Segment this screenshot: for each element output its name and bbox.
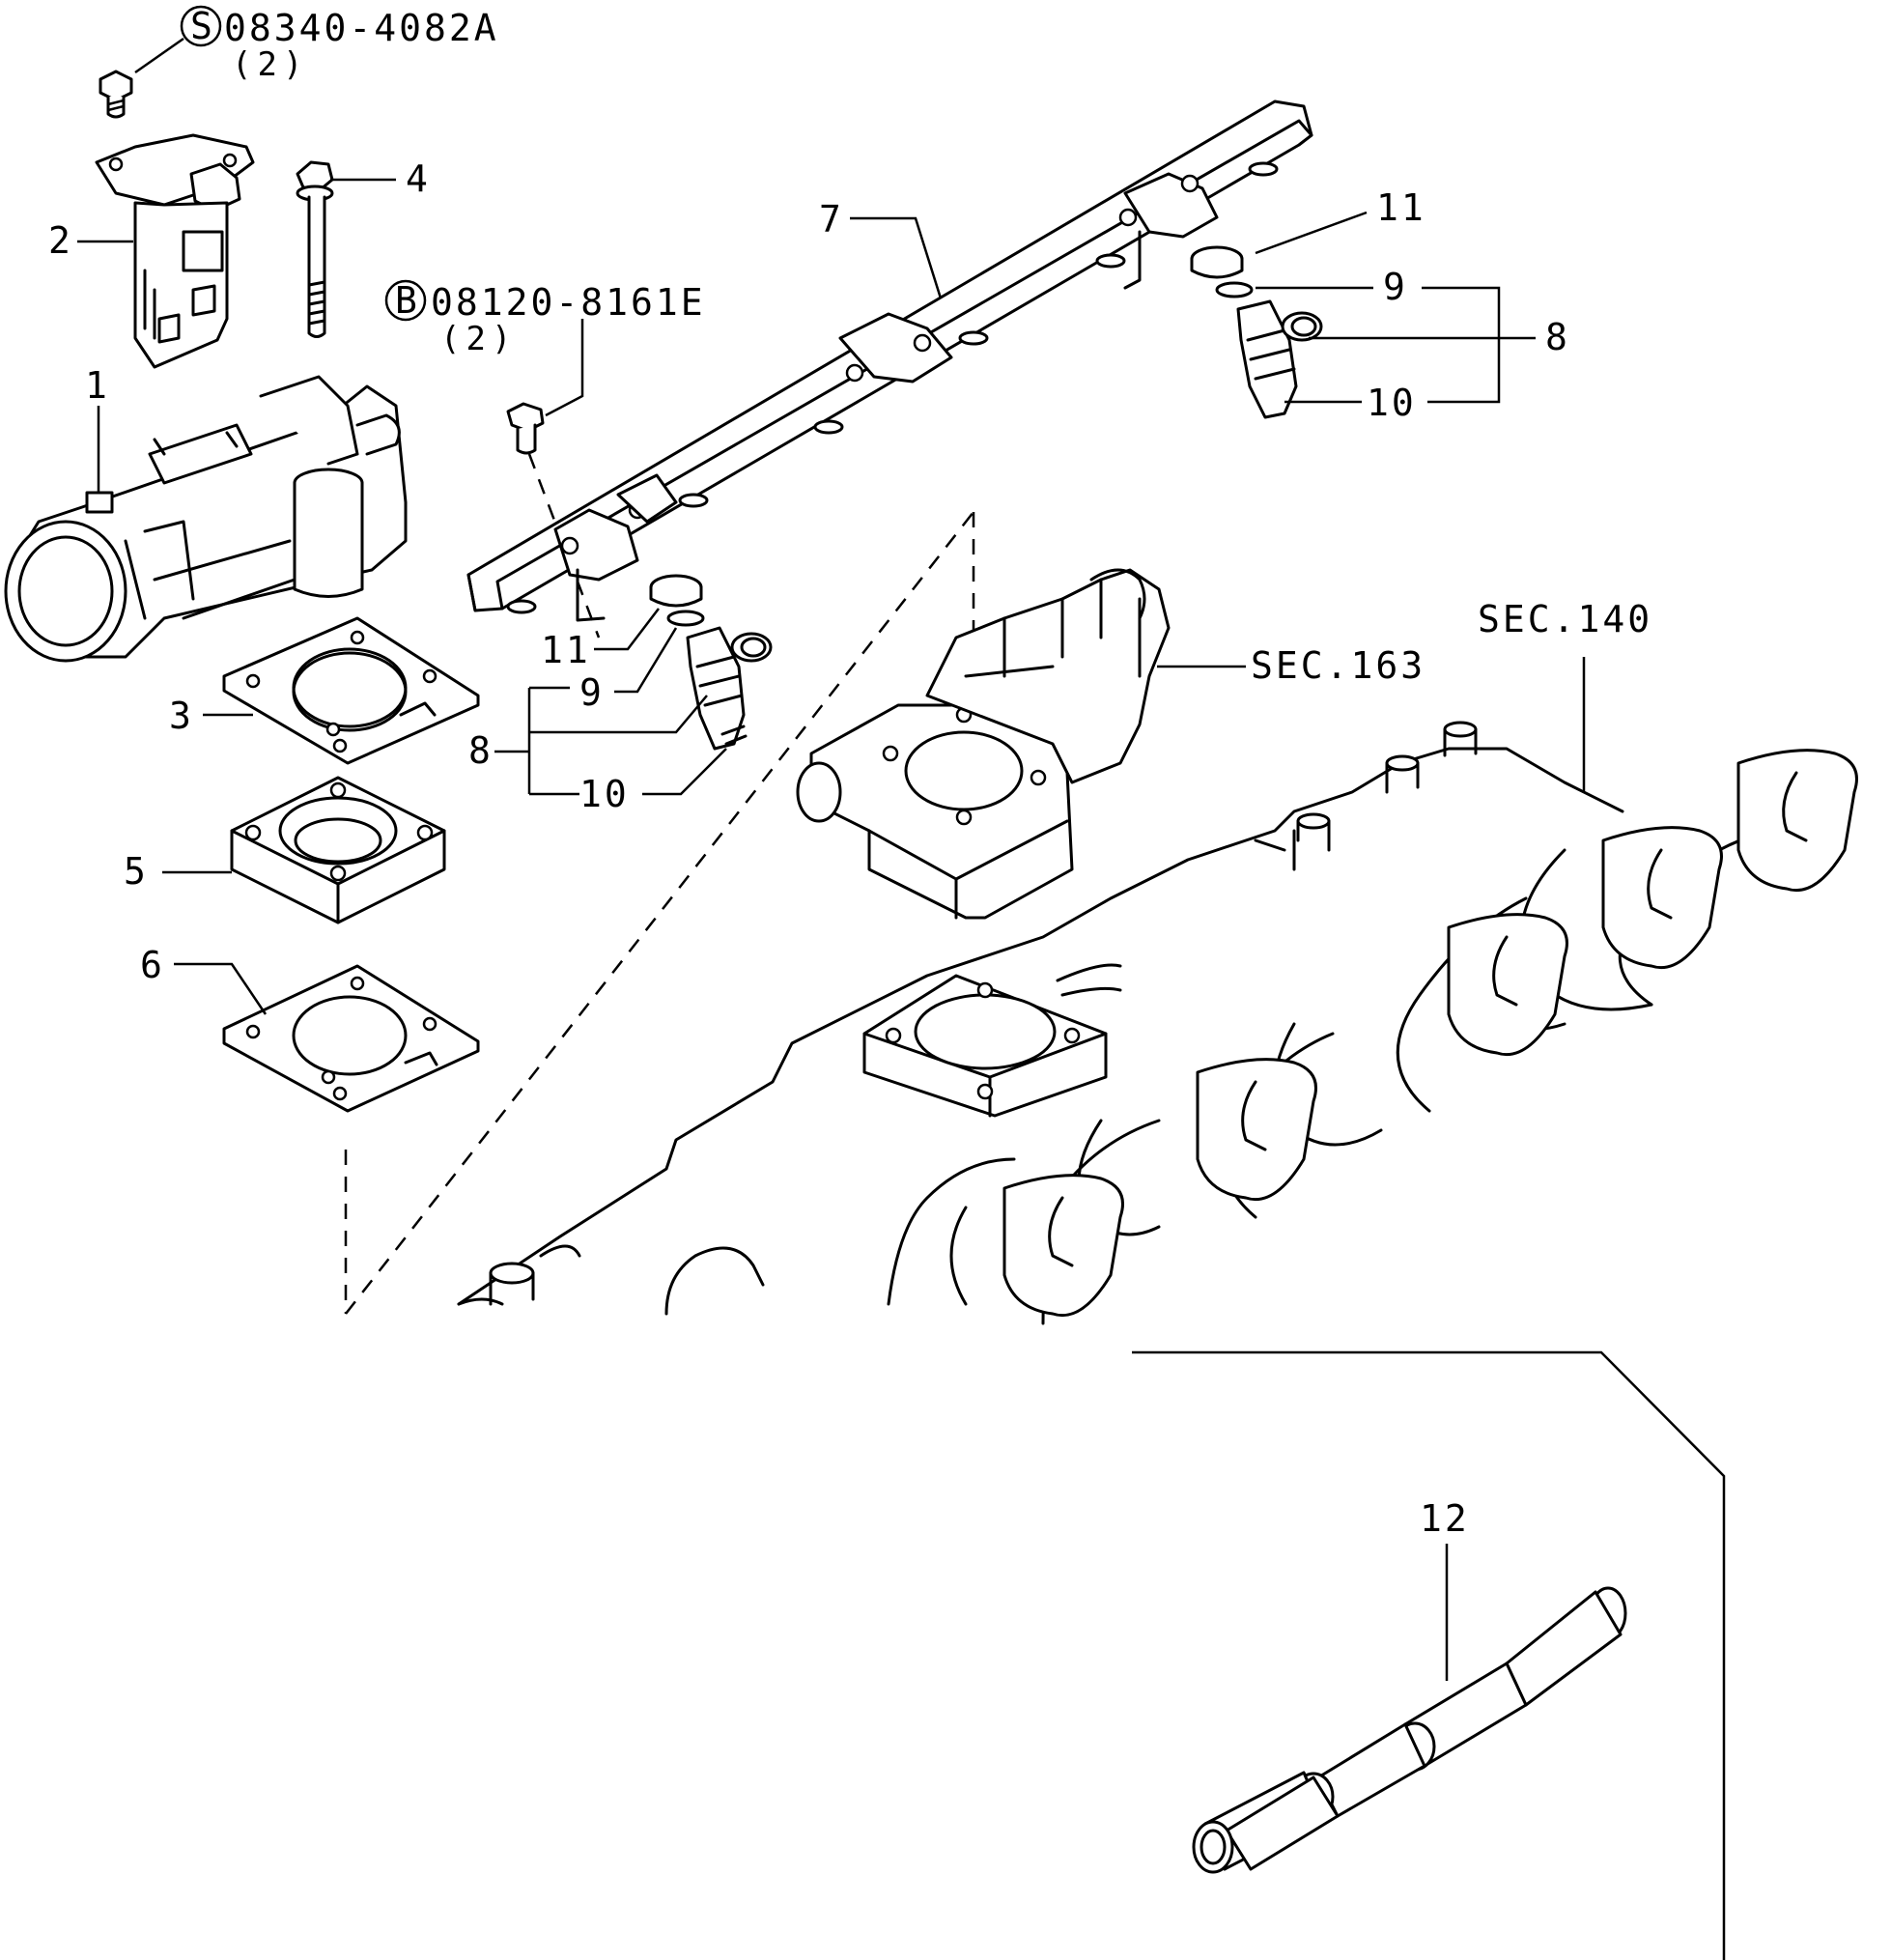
label-part-1: 1 xyxy=(85,364,110,407)
airflow-sensor-part xyxy=(95,133,255,369)
label-part-7: 7 xyxy=(819,198,844,241)
screw-symbol: S xyxy=(190,5,212,47)
label-part-12: 12 xyxy=(1420,1497,1470,1540)
label-part-3: 3 xyxy=(169,695,194,737)
label-part-8-left: 8 xyxy=(468,729,494,772)
gasket-upper-part xyxy=(222,616,480,765)
small-bolt-part xyxy=(506,402,545,455)
bolt-quantity: (2) xyxy=(440,320,517,358)
label-part-9-left: 9 xyxy=(579,671,605,714)
label-part-6: 6 xyxy=(140,944,165,986)
screw-part xyxy=(99,70,133,119)
bolt-symbol-circle xyxy=(384,279,427,322)
sec163-reference: SEC.163 xyxy=(1251,644,1425,687)
gasket-lower-part xyxy=(222,964,480,1113)
screw-symbol-circle xyxy=(180,5,222,47)
screw-callout: S 08340-4082A (2) xyxy=(134,5,499,84)
fuel-rail-part xyxy=(466,99,1313,622)
bolt-symbol: B xyxy=(395,279,417,322)
bolt-callout: B 08120-8161E (2) xyxy=(384,279,706,417)
label-part-10-right: 10 xyxy=(1367,382,1417,424)
tube-part xyxy=(1192,1586,1627,1874)
label-part-5: 5 xyxy=(124,850,149,893)
label-part-11-right: 11 xyxy=(1376,186,1426,229)
screw-quantity: (2) xyxy=(232,45,308,84)
label-part-11-left: 11 xyxy=(541,629,591,671)
sec140-manifold xyxy=(457,721,1858,1325)
label-part-4: 4 xyxy=(406,157,431,200)
injector-right-part xyxy=(1190,245,1323,419)
label-part-2: 2 xyxy=(48,219,73,262)
label-part-9-right: 9 xyxy=(1383,266,1408,308)
sec140-reference: SEC.140 xyxy=(1478,598,1652,640)
injector-left-part xyxy=(649,574,773,751)
spacer-part xyxy=(230,776,446,924)
label-part-10-left: 10 xyxy=(579,773,630,815)
bolt-part-number: 08120-8161E xyxy=(431,281,706,324)
throttle-body-part xyxy=(4,375,408,663)
long-bolt-part xyxy=(296,160,334,338)
leader-to-part-12 xyxy=(1132,1350,1726,1960)
label-part-8-right: 8 xyxy=(1545,316,1570,358)
sec163-housing xyxy=(796,568,1171,920)
screw-part-number: 08340-4082A xyxy=(224,7,499,49)
